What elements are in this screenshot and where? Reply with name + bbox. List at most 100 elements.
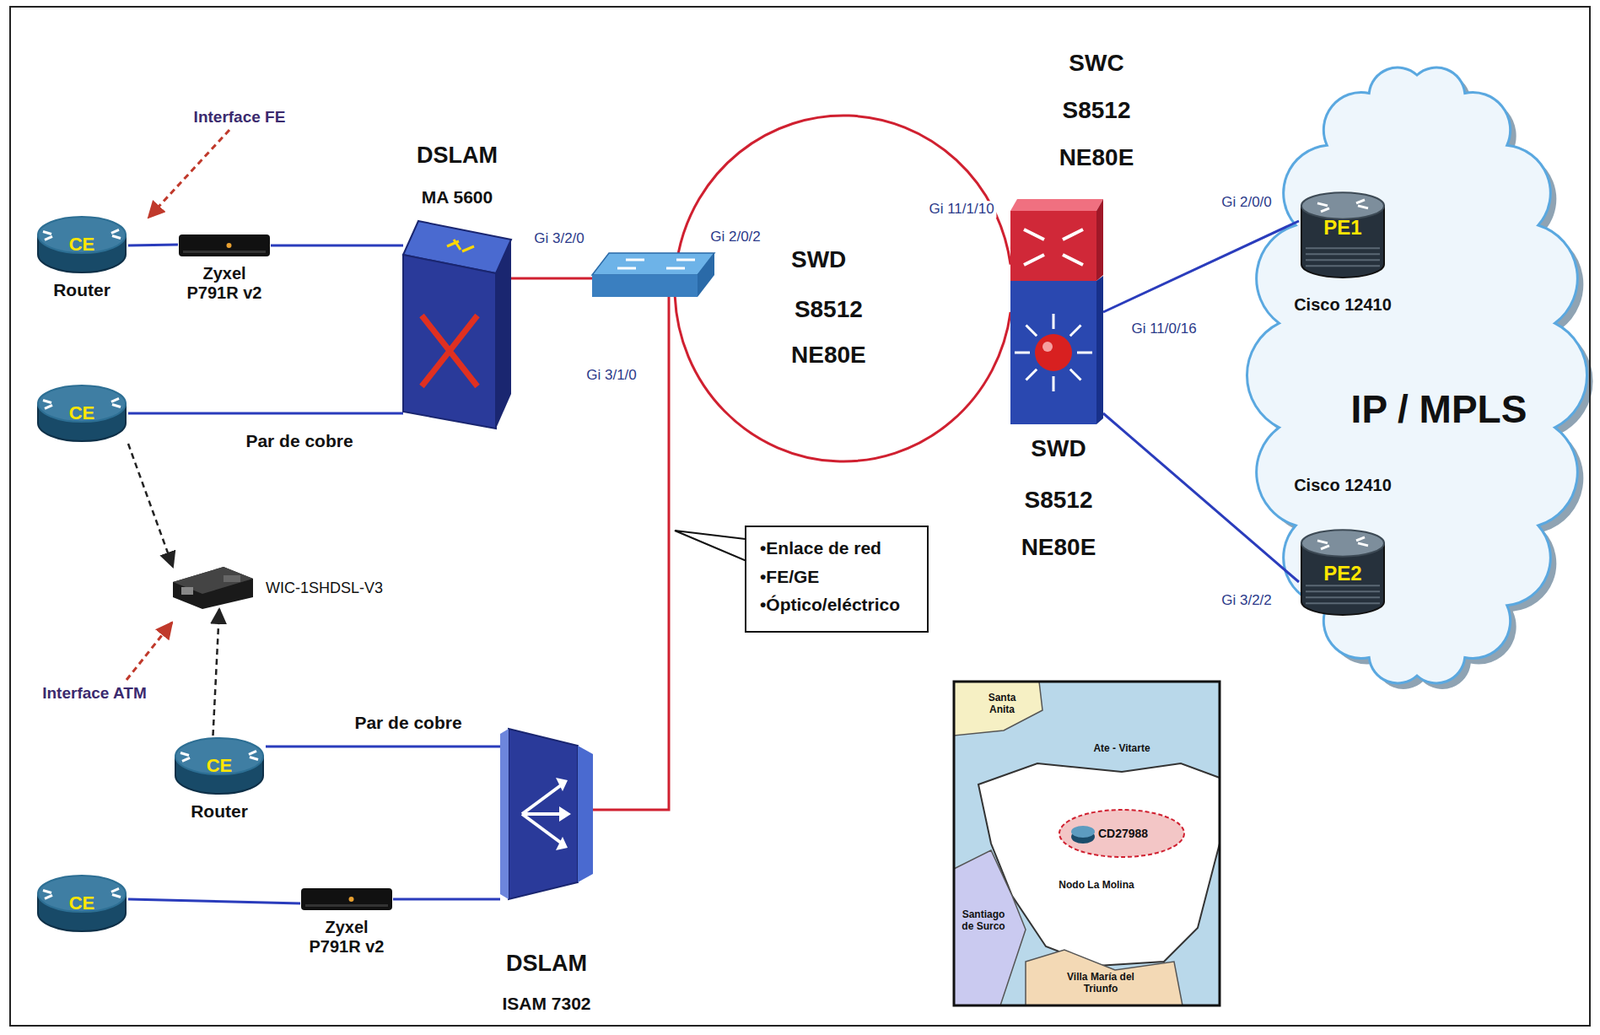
pe-router-icon-part [1305, 584, 1380, 587]
wic-card-icon-part [223, 575, 241, 582]
node-label: SWD [791, 246, 846, 274]
zyxel-modem: Zyxel P791R v2 [300, 887, 394, 911]
distribution-switch-icon-part [1014, 351, 1030, 355]
map-label: Ate - Vitarte [1093, 743, 1150, 755]
port-label: Gi 2/0/0 [1218, 193, 1275, 211]
connector [213, 608, 221, 736]
switch-icon-part [592, 274, 698, 297]
pe-router-icon-part [1317, 537, 1369, 550]
cloud-shape [1248, 46, 1586, 705]
switch-icon-part [697, 253, 715, 297]
distribution-switch-icon-part [1052, 313, 1056, 329]
map-ground [953, 681, 1220, 1006]
connector [265, 745, 501, 749]
pe-router-icon-part [1305, 253, 1380, 255]
core-switch-icon-part [1023, 229, 1083, 265]
node-label: ISAM 7302 [501, 993, 591, 1014]
interface-label: Interface ATM [42, 684, 147, 703]
node-label: S8512 NE80E [1021, 476, 1097, 572]
modem-icon-part [349, 896, 355, 902]
callout-pointer [674, 530, 753, 564]
node-label: DSLAM [416, 142, 498, 169]
pe-router-icon-part [1301, 205, 1385, 278]
isam-dslam-icon-part [577, 745, 593, 883]
dslam: DSLAMISAM 7302 [500, 716, 593, 907]
map-region [953, 850, 1026, 1006]
node-label: PE1 [1323, 215, 1362, 240]
node-label: CE [206, 754, 233, 776]
distribution-switch-icon-part [1010, 280, 1097, 425]
dslam-icon [403, 220, 512, 429]
wic-card-icon [172, 566, 254, 609]
connector [678, 115, 1011, 265]
node-label: CE [69, 402, 96, 424]
core-switch-icon-part [1010, 210, 1097, 281]
zyxel-modem: Zyxel P791R v2 [177, 233, 271, 258]
distribution-switch-icon-part [1070, 369, 1082, 381]
modem-icon [177, 233, 271, 258]
ce-router: CE [35, 382, 129, 444]
distribution-switch-icon-part [1025, 324, 1037, 336]
pe-router-icon-part [1305, 590, 1380, 593]
distribution-switch-icon-part [1025, 369, 1037, 381]
map-region [1025, 949, 1183, 1006]
port-label: Gi 3/2/2 [1218, 592, 1275, 609]
isam-dslam-icon-part [555, 777, 572, 851]
distribution-switch-icon-part [1042, 341, 1053, 352]
distribution-switch-icon-part [1096, 275, 1104, 425]
node-label: Cisco 12410 [1293, 475, 1392, 496]
dslam-icon-part [403, 254, 496, 429]
ce-router: CERouter [35, 214, 129, 275]
callout-text: •FE/GE [759, 562, 914, 592]
node-label: CE [69, 233, 96, 255]
callout-text: •Óptico/eléctrico [759, 590, 914, 620]
switch-icon [592, 253, 715, 297]
distribution-switch-icon-part [1034, 334, 1073, 372]
pe-router: Cisco 12410PE2 [1298, 527, 1387, 616]
port-label: Gi 2/0/2 [707, 228, 764, 246]
node-zone [1059, 809, 1185, 857]
mpls-cloud: IP / MPLSPE1Cisco 12410Cisco 12410PE2 [1248, 46, 1586, 705]
modem-icon [300, 887, 394, 911]
distribution-switch-icon-part [1070, 324, 1082, 336]
map-label: Santiago de Surco [958, 909, 1008, 933]
pe-router-icon-part [1305, 264, 1380, 267]
map-label: CD27988 [1098, 826, 1148, 841]
node-label: CE [69, 892, 96, 914]
dslam: DSLAMMA 5600 [403, 220, 512, 429]
map-label: Nodo La Molina [1058, 879, 1134, 892]
port-label: Gi 3/1/0 [583, 366, 640, 384]
node-label: SWC [1068, 49, 1124, 77]
pe-router-icon-part [1305, 258, 1380, 261]
node-label: Zyxel P791R v2 [304, 917, 389, 957]
leader-line [126, 622, 173, 680]
map-label: Villa María del Triunfo [1054, 971, 1148, 996]
edge-label: Par de cobre [242, 430, 356, 452]
node-label: WIC-1SHDSL-V3 [265, 579, 383, 598]
modem-icon-part [226, 242, 232, 248]
wic-card-icon-part [172, 566, 254, 594]
port-label: Gi 11/0/16 [1128, 320, 1199, 338]
switch-icon-part [617, 259, 695, 269]
distribution-switch: SWDS8512 NE80E [592, 253, 715, 297]
node-label: Router [190, 801, 248, 822]
connector [1103, 220, 1299, 313]
pe-router-icon-part [1305, 596, 1380, 598]
modem-icon-part [178, 234, 270, 257]
dslam-icon-part [421, 315, 478, 387]
wic-card: WIC-1SHDSL-V3 [172, 566, 254, 609]
wic-card-icon-part [181, 587, 194, 595]
interface-label: Interface FE [193, 107, 286, 127]
distribution-switch-icon-part [1077, 351, 1093, 355]
frame [10, 6, 1590, 1026]
callout-text: •Enlace de red [759, 533, 914, 563]
node-label: Zyxel P791R v2 [182, 263, 267, 303]
ce-router: CE [35, 872, 129, 934]
connector [1103, 413, 1299, 582]
isam-dslam-icon [500, 716, 593, 907]
modem-icon-part [301, 888, 393, 911]
connector [393, 898, 501, 901]
modem-icon-part [305, 904, 388, 907]
node-label: S8512 NE80E [791, 286, 867, 378]
